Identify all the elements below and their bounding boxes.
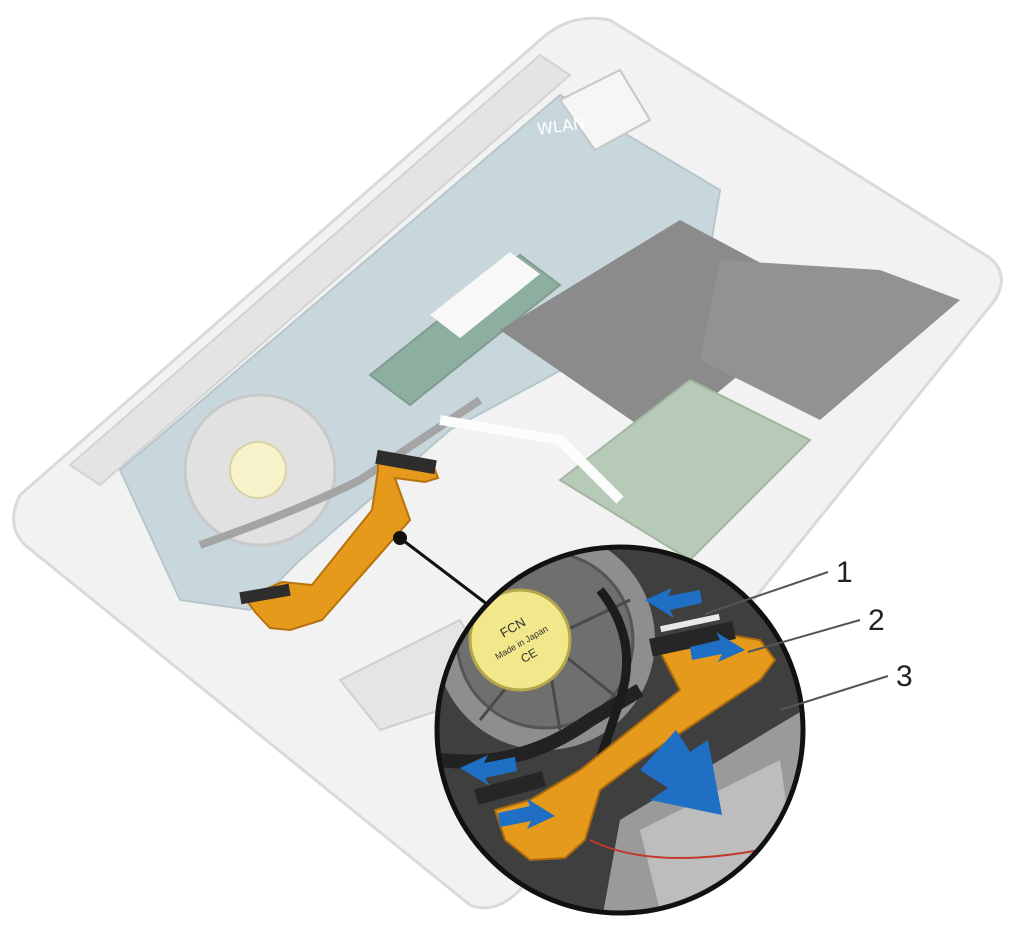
io-connector-top bbox=[649, 621, 736, 657]
wire-bundle-zoom bbox=[595, 587, 632, 762]
callout-2-number: 2 bbox=[868, 604, 885, 637]
io-cable-large bbox=[493, 628, 777, 862]
callouts: 1 2 3 bbox=[704, 556, 913, 711]
zoom-leader-dot bbox=[393, 531, 407, 545]
hinge-bar bbox=[68, 53, 572, 487]
heat-pipe bbox=[198, 396, 483, 549]
battery-right bbox=[700, 260, 960, 420]
callout-2-line bbox=[747, 619, 861, 653]
fan-sticker-zoom bbox=[468, 588, 572, 692]
chassis-outline bbox=[12, 16, 1003, 910]
io-cable-small-ribbon bbox=[243, 453, 440, 632]
double-arrow-icon bbox=[460, 588, 745, 829]
zoom-border bbox=[434, 544, 806, 916]
magnifier-circle-icon: FCN Made in Japan CE bbox=[434, 544, 806, 916]
ssd-label bbox=[430, 252, 540, 338]
wlan-card bbox=[558, 68, 652, 152]
display-ribbon bbox=[439, 415, 624, 504]
touchpad bbox=[558, 378, 812, 562]
red-wire-zoom bbox=[589, 839, 761, 859]
arrow-top-down bbox=[690, 632, 745, 662]
io-connector-bottom bbox=[474, 771, 546, 805]
io-cable-small-connector-bottom bbox=[239, 583, 291, 605]
callout-3-number: 3 bbox=[896, 660, 913, 693]
io-cable-small bbox=[239, 449, 440, 632]
io-cable-small-connector-top bbox=[375, 449, 437, 475]
callout-1-number: 1 bbox=[836, 556, 853, 589]
callout-3-line bbox=[779, 675, 889, 711]
heat-pipe-zoom bbox=[439, 683, 644, 769]
arrow-bottom-up bbox=[460, 755, 517, 786]
arrow-top-up bbox=[645, 588, 702, 618]
arrow-bottom-down bbox=[498, 798, 555, 829]
laptop-base: WLAN bbox=[12, 16, 1003, 910]
large-arrow-icon bbox=[640, 730, 722, 815]
fan-sticker bbox=[229, 441, 287, 499]
callout-1-line bbox=[704, 571, 829, 615]
io-latch-top bbox=[660, 613, 720, 633]
zoom-leader-line bbox=[399, 536, 501, 616]
